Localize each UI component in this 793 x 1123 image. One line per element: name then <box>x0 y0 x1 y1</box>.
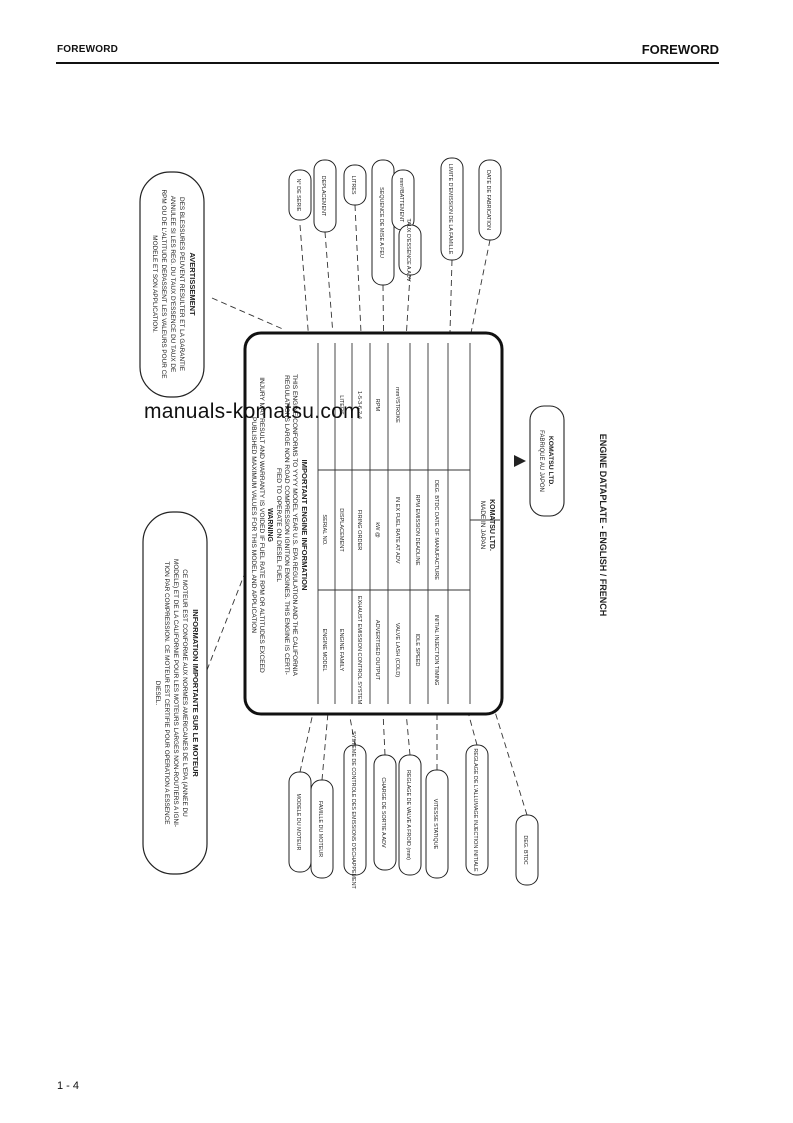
plate-row-label: ENGINE MODEL <box>321 629 327 672</box>
callout-pill <box>515 814 539 886</box>
top-callout-label: TAUX D'ESSENCE A ADV <box>405 219 411 282</box>
header-left-title: FOREWORD <box>57 44 119 55</box>
callout-pill <box>465 744 489 876</box>
top-callouts: N° DE SERIE DEPLACEMENT LITRES SEQUENCE DE … <box>288 157 502 286</box>
plate-row-label: ENGINE FAMILY <box>338 629 344 672</box>
plate-row-unit: RPM <box>374 399 380 412</box>
plate-warning-title: WARNING <box>266 508 273 542</box>
maker-stamp: KOMATSU LTD. FABRIQUE AU JAPON <box>514 405 565 517</box>
plate-rows: ENGINE MODEL SERIAL NO. ENGINE FAMILY DISPL… <box>321 387 439 704</box>
bottom-callout-label: MODELE DU MOTEUR <box>295 794 301 851</box>
plate-row-value: DEG. BTDC DATE OF MANUFACTURE <box>433 480 439 580</box>
info-fr-title: INFORMATION IMPORTANTE SUR LE MOTEUR <box>191 609 200 777</box>
plate-row-label: ADVERTISED OUTPUT <box>374 620 380 681</box>
bottom-callout-label: CHARGE DE SORTIE A ADV <box>380 777 386 848</box>
header-right-title: FOREWORD <box>641 42 719 57</box>
top-callout-label: DEPLACEMENT <box>320 176 326 217</box>
callout-pill <box>440 157 464 261</box>
warning-fr-line: DES BLESSURES PEUVENT RESULTER ET LA GAR… <box>178 197 185 371</box>
top-callout-label: N° DE SERIE <box>295 179 301 212</box>
callout-pill <box>288 169 312 221</box>
stamp-pointer-icon <box>514 455 526 467</box>
plate-title: IMPORTANT ENGINE INFORMATION <box>300 460 309 591</box>
bottom-callout-label: FAMILLE DU MOTEUR <box>317 801 323 857</box>
plate-row-value: FIRING ORDER <box>356 510 362 551</box>
callout-pill <box>343 164 367 206</box>
warning-fr-line: MODELE ET SON APPLICATION. <box>151 235 158 333</box>
bottom-callout-label: REGLAGE DE VALVE A FROID (mm) <box>405 770 411 860</box>
plate-row-value: kW @ <box>374 522 380 538</box>
warning-fr-title: AVERTISSEMENT <box>188 252 197 316</box>
callout-pill <box>310 779 334 879</box>
plate-row-label: EXHAUST EMISSION CONTROL SYSTEM <box>356 596 362 705</box>
figure-caption: ENGINE DATAPLATE - ENGLISH / FRENCH <box>598 434 608 617</box>
header-rule <box>56 62 719 64</box>
info-fr-line: CE MOTEUR EST CONFORME AUX NORMES AMERIC… <box>181 569 188 817</box>
plate-row-value: RPM EMISSION DEADLINE <box>414 495 420 566</box>
plate-maker: KOMATSU LTD. <box>488 499 495 551</box>
info-fr-line: DIESEL. <box>154 681 161 706</box>
top-callout-label: mm³/BATTEMENT <box>398 178 404 223</box>
callout-pill <box>398 224 422 276</box>
stamp-line2: FABRIQUE AU JAPON <box>538 430 544 492</box>
warning-fr-line: RPM OU DE L'ALTITUDE DEPASSENT LES VALEU… <box>160 190 167 379</box>
callout-pill <box>343 744 367 876</box>
callout-pill <box>425 769 449 879</box>
info-fr-box: INFORMATION IMPORTANTE SUR LE MOTEUR CE … <box>142 511 208 875</box>
plate-row-unit: 1-5-3-6-2-4 <box>356 391 362 419</box>
warning-fr-line: ANNULEE SI LES REG. DU TAUX D'ESSENCE DU… <box>169 196 176 373</box>
top-callout-label: SEQUENCE DE MISE A FEU <box>378 187 384 258</box>
plate-warning-line: INJURY MAY RESULT AND WARRANTY IS VOIDED… <box>258 377 265 673</box>
plate-row-label: IDLE SPEED <box>414 634 420 667</box>
warning-fr-box: AVERTISSEMENT DES BLESSURES PEUVENT RESU… <box>139 171 205 398</box>
callout-pill <box>313 159 337 233</box>
bottom-callout-label: SYSTEME DE CONTROLE DES EMISSIONS D'ECHA… <box>350 731 356 889</box>
plate-row-label: VALVE LASH (COLD) <box>394 623 400 677</box>
page-number: 1 - 4 <box>57 1080 80 1092</box>
callout-pill <box>398 754 422 876</box>
top-callout-label: LIMITE D'EMISSION DE LA FAMILLE <box>447 164 453 255</box>
plate-intro-line: THIS ENGINE CONFORMS TO YYYY MODEL YEAR … <box>291 374 298 676</box>
plate-row-value: DISPLACEMENT <box>338 508 344 552</box>
top-callout-label: LITRES <box>350 176 356 195</box>
top-callout-label: DATE DE FABRICATION <box>485 170 491 230</box>
callout-pill <box>373 754 397 871</box>
plate-made-in: MADE IN JAPAN <box>479 501 486 550</box>
plate-row-unit: mm³/STROKE <box>394 387 400 423</box>
plate-row-value: IN EX FUEL RATE AT ADV <box>394 497 400 564</box>
plate-warning-line: PUBLISHED MAXIMUM VALUES FOR THIS MODEL … <box>250 417 257 633</box>
bottom-callout-label: REGLAGE DE L'ALLUMAGE INJECTION INITIALE <box>472 748 478 872</box>
callout-pill <box>478 159 502 241</box>
info-fr-line: MODELE) ET DE LA CALIFORNIE POUR LES MOT… <box>172 559 179 827</box>
bottom-callouts: MODELE DU MOTEUR FAMILLE DU MOTEUR SYSTEME… <box>288 731 539 890</box>
watermark: manuals-komatsu.com <box>144 400 361 423</box>
plate-intro-line: FIED TO OPERATE ON DIESEL FUEL <box>275 468 282 582</box>
plate-row-label: INITIAL INJECTION TIMING <box>433 615 439 686</box>
dataplate: IMPORTANT ENGINE INFORMATION THIS ENGINE… <box>243 331 504 716</box>
plate-intro-line: REGULATIONS LARGE NON ROAD COMPRESSION I… <box>283 375 290 675</box>
plate-row-value: SERIAL NO. <box>321 514 327 546</box>
bottom-callout-label: DEG. BTDC <box>522 835 528 864</box>
stamp-line1: KOMATSU LTD. <box>547 436 554 486</box>
bottom-callout-label: VITESSE STATIQUE <box>432 799 438 850</box>
info-fr-line: TION PAR COMPRESSION. CE MOTEUR EST CERT… <box>163 561 170 824</box>
plate-row-unit: LITERS <box>338 395 344 415</box>
